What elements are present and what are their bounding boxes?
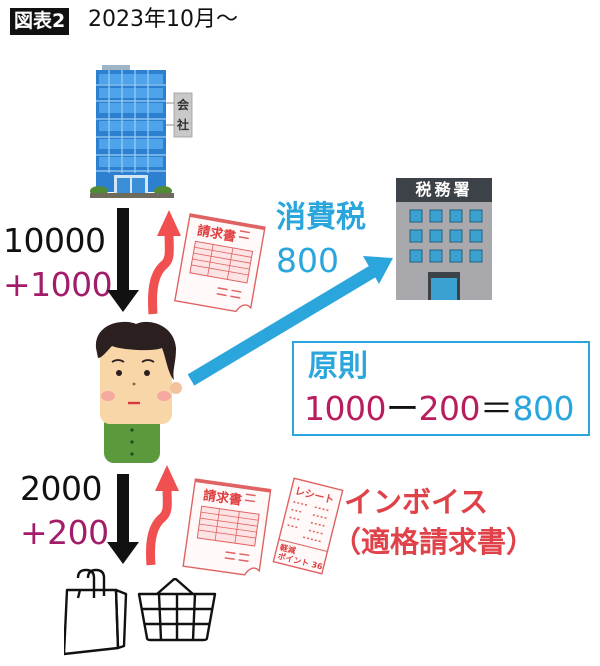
consumption-tax-label: 消費税 — [276, 200, 366, 235]
figure-title: 2023年10月〜 — [88, 7, 238, 32]
invoice-document-icon: 請求書 — [179, 475, 276, 581]
invoice-label-line1: インボイス — [344, 485, 489, 519]
receipt-icon: レシート 軽減 ポイント 36 — [272, 477, 344, 575]
principle-box: 原則 1000ー200＝800 — [292, 341, 590, 436]
down-arrow-icon — [107, 208, 139, 316]
invoice-document-icon: 請求書 — [170, 209, 270, 317]
bottom-payment-amount: 2000 — [20, 469, 102, 508]
equation-term1: 1000 — [304, 389, 386, 428]
consumption-tax-amount: 800 — [276, 241, 339, 280]
tax-payment-arrow-icon — [185, 250, 395, 394]
shopping-bag-icon — [62, 568, 128, 662]
top-payment-amount: 10000 — [3, 221, 106, 260]
equation-term2: 200 — [418, 389, 480, 428]
tax-office-building-icon: 税務署 — [396, 178, 492, 300]
company-building-icon: 会社 — [90, 63, 200, 199]
tax-office-sign: 税務署 — [415, 180, 473, 199]
invoice-label-line2: （適格請求書） — [332, 525, 536, 559]
top-tax-amount: +1000 — [3, 265, 113, 304]
person-icon — [92, 318, 192, 463]
principle-title: 原則 — [308, 349, 368, 384]
shopping-basket-icon — [137, 577, 217, 648]
principle-equation: 1000ー200＝800 — [304, 389, 574, 429]
equation-minus: ー — [385, 389, 419, 428]
equation-result: 800 — [512, 389, 574, 428]
company-sign: 会社 — [176, 98, 189, 132]
down-arrow-icon — [107, 474, 139, 568]
equation-equals: ＝ — [479, 389, 513, 428]
up-arrow-icon — [145, 206, 185, 320]
bottom-tax-amount: +200 — [20, 513, 109, 552]
up-arrow-icon — [143, 463, 183, 571]
figure-label: 図表2 — [10, 8, 70, 35]
